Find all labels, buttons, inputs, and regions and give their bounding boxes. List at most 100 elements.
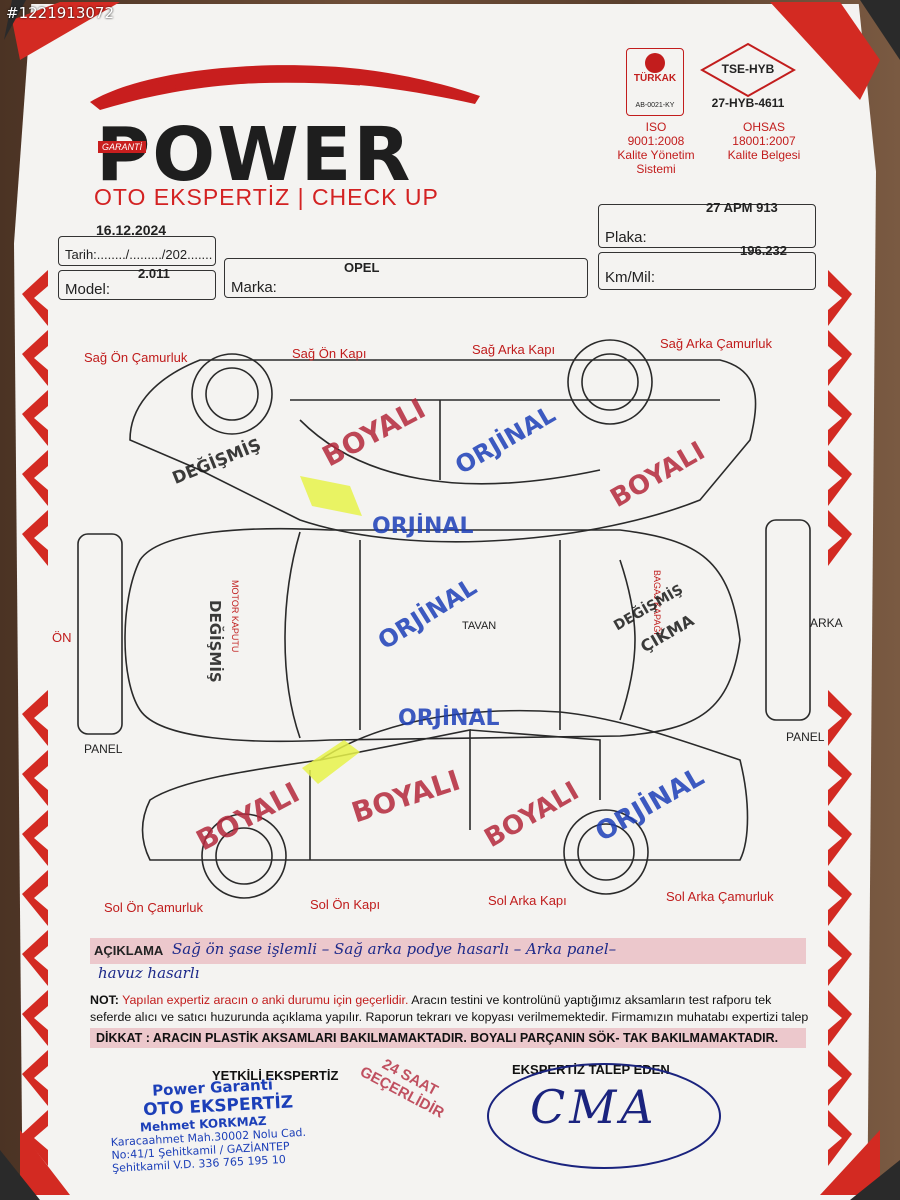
- chevron-left-icon: [22, 1110, 48, 1166]
- signature: CMA: [530, 1080, 658, 1134]
- brand-tag: GARANTİ: [98, 141, 147, 153]
- iso-cert: ISO 9001:2008 Kalite Yönetim Sistemi: [610, 120, 702, 176]
- label-sag-on-kapi: Sağ Ön Kapı: [292, 346, 367, 361]
- turkak-logo-icon: [645, 53, 665, 73]
- plaka-value: 27 APM 913: [706, 200, 778, 215]
- aciklama-band: [90, 938, 806, 964]
- label-sag-arka-camurluk: Sağ Arka Çamurluk: [660, 336, 772, 351]
- model-value: 2.011: [138, 266, 170, 281]
- chevron-left-icon: [22, 270, 48, 326]
- plaka-label: Plaka:: [605, 229, 647, 246]
- chevron-left-icon: [22, 390, 48, 446]
- chevron-right-icon: [828, 990, 852, 1046]
- chevron-left-icon: [22, 1050, 48, 1106]
- highlight-left-pillar: [302, 740, 360, 784]
- stamp-orjinal-sag-esik: ORJİNAL: [372, 514, 474, 539]
- aciklama-line1: Sağ ön şase işlemli – Sağ arka podye has…: [172, 940, 617, 958]
- ohsas-title: OHSAS: [742, 120, 785, 134]
- chevron-left-icon: [22, 870, 48, 926]
- km-field[interactable]: Km/Mil:: [598, 252, 816, 290]
- ohsas-cert: OHSAS 18001:2007 Kalite Belgesi: [710, 120, 818, 162]
- iso-desc1: Kalite Yönetim: [617, 148, 695, 162]
- car-right-side-outline: [129, 359, 757, 543]
- iso-code: 9001:2008: [627, 134, 685, 148]
- turkak-code: AB-0021-KY: [635, 102, 675, 109]
- marka-value: OPEL: [344, 260, 380, 275]
- chevron-left-icon: [22, 990, 48, 1046]
- label-sag-on-camurluk: Sağ Ön Çamurluk: [84, 350, 188, 365]
- aciklama-box: AÇIKLAMA Sağ ön şase işlemli – Sağ arka …: [90, 938, 806, 990]
- stamp-degismis-motor-kaputu: DEĞİŞMİŞ: [206, 600, 224, 683]
- label-tavan: TAVAN: [462, 620, 497, 632]
- tse-code: 27-HYB-4611: [711, 96, 785, 110]
- tse-diamond-icon: [700, 42, 796, 98]
- stamp-orjinal-sol-esik: ORJİNAL: [398, 706, 500, 731]
- chevron-left-icon: [22, 930, 48, 986]
- label-sag-arka-kapi: Sağ Arka Kapı: [472, 342, 556, 357]
- brand-name: POWER: [96, 112, 413, 198]
- chevron-right-icon: [828, 810, 852, 866]
- km-label: Km/Mil:: [605, 269, 655, 286]
- aciklama-label: AÇIKLAMA: [94, 943, 164, 958]
- dikkat-band: [90, 1028, 806, 1048]
- brand-subtitle: OTO EKSPERTİZ | CHECK UP: [94, 184, 439, 210]
- dikkat-text: DİKKAT : ARACIN PLASTİK AKSAMLARI BAKILM…: [96, 1031, 779, 1045]
- turkak-badge: TÜRKAK AB-0021-KY: [626, 48, 684, 116]
- marka-field[interactable]: Marka:: [224, 258, 588, 298]
- chevron-right-icon: [828, 330, 852, 386]
- ohsas-desc: Kalite Belgesi: [727, 148, 801, 162]
- iso-desc2: Sistemi: [636, 162, 676, 176]
- wheel-rear-left: [563, 809, 649, 895]
- chevron-right-icon: [828, 930, 852, 986]
- chevron-right-icon: [828, 1110, 852, 1166]
- date-value: 16.12.2024: [96, 222, 167, 238]
- front-bumper-outline: [77, 533, 123, 735]
- chevron-right-icon: [828, 270, 852, 326]
- chevron-right-icon: [828, 690, 852, 746]
- iso-title: ISO: [645, 120, 667, 134]
- ohsas-code: 18001:2007: [732, 134, 796, 148]
- chevron-right-icon: [828, 870, 852, 926]
- tse-label: TSE-HYB: [721, 62, 775, 76]
- chevron-right-icon: [828, 390, 852, 446]
- label-sol-on-kapi: Sol Ön Kapı: [310, 897, 381, 912]
- note-red: Yapılan expertiz aracın o anki durumu iç…: [122, 993, 409, 1007]
- model-field[interactable]: Model:: [58, 270, 216, 300]
- date-label: Tarih:......../........./202.......: [65, 247, 213, 262]
- label-sol-on-camurluk: Sol Ön Çamurluk: [104, 900, 203, 915]
- date-field[interactable]: Tarih:......../........./202.......: [58, 236, 216, 266]
- chevron-left-icon: [22, 450, 48, 506]
- chevron-left-icon: [22, 330, 48, 386]
- note-label: NOT:: [90, 993, 119, 1007]
- chevron-right-icon: [828, 1050, 852, 1106]
- chevron-left-icon: [22, 690, 48, 746]
- label-arka: ARKA: [810, 616, 843, 630]
- marka-label: Marka:: [231, 279, 277, 296]
- plaka-field[interactable]: Plaka:: [598, 204, 816, 248]
- chevron-left-icon: [22, 810, 48, 866]
- aciklama-line2: havuz hasarlı: [98, 964, 200, 982]
- company-stamp: Power Garanti OTO EKSPERTİZ Mehmet KORKM…: [108, 1072, 342, 1175]
- signature-oval: [487, 1063, 721, 1169]
- car-logo-icon: [90, 65, 480, 110]
- rear-bumper-outline: [765, 519, 811, 721]
- model-label: Model:: [65, 281, 111, 298]
- label-sol-arka-camurluk: Sol Arka Çamurluk: [666, 889, 774, 904]
- label-panel-right: PANEL: [786, 730, 825, 744]
- listing-watermark-id: #1221913072: [6, 4, 115, 22]
- label-motor-kaputu: MOTOR KAPUTU: [230, 580, 240, 653]
- km-value: 196.232: [740, 243, 787, 258]
- chevron-left-icon: [22, 750, 48, 806]
- highlight-right-pillar: [300, 476, 362, 516]
- yetkili-label: YETKİLİ EKSPERTİZ: [212, 1068, 339, 1083]
- chevron-right-icon: [828, 750, 852, 806]
- wheel-rear-right: [567, 339, 653, 425]
- chevron-right-icon: [828, 510, 852, 566]
- chevron-left-icon: [22, 510, 48, 566]
- wheel-front-left: [201, 813, 287, 899]
- label-on: ÖN: [52, 630, 72, 645]
- car-top-view-outline: [124, 527, 741, 743]
- turkak-label: TÜRKAK: [633, 73, 677, 84]
